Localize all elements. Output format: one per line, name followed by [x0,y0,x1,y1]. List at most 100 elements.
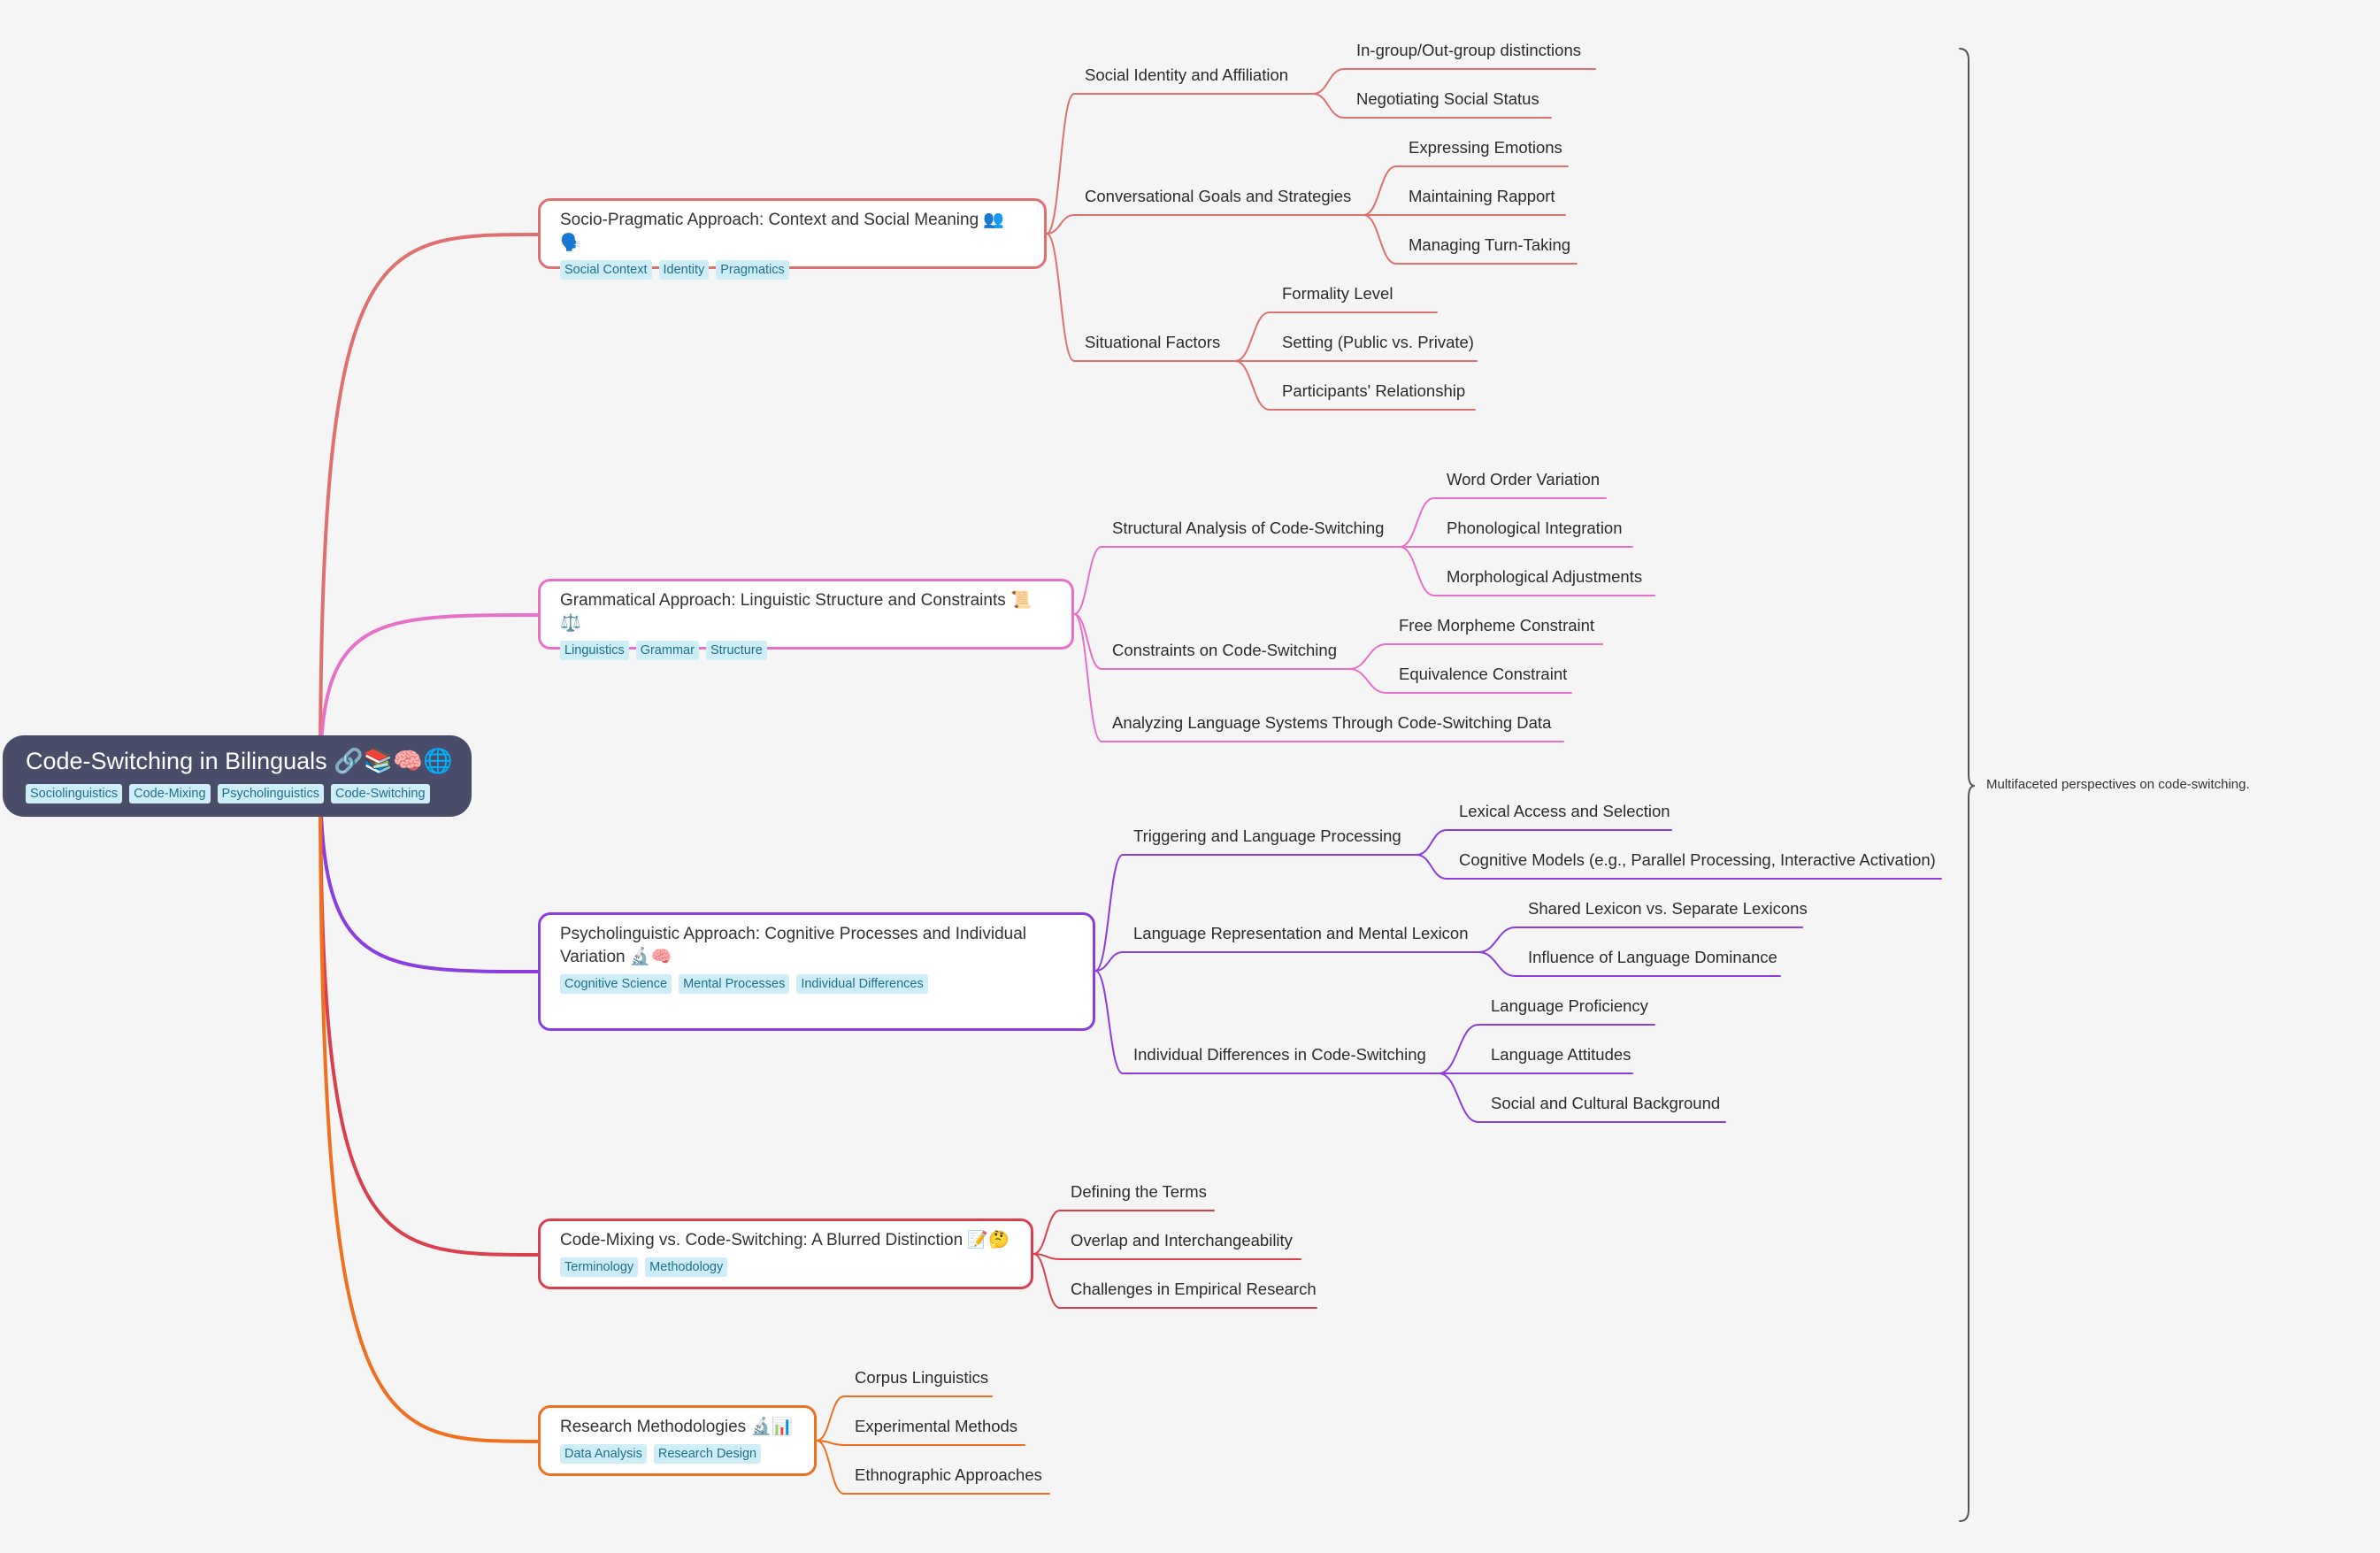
connector-subtopic-to-leaf [1363,165,1397,216]
connector-branch-to-subtopic [816,1440,845,1495]
branch-title: Grammatical Approach: Linguistic Structu… [560,591,1032,633]
leaf-topic[interactable]: Influence of Language Dominance [1528,948,1777,966]
connector-subtopic-to-leaf [1399,497,1435,548]
branch-topic-grammatical[interactable]: Grammatical Approach: Linguistic Structu… [538,579,1074,660]
root-title: Code-Switching in Bilinguals 🔗📚🧠🌐 [26,748,453,774]
subtopic[interactable]: Conversational Goals and Strategies [1085,187,1352,205]
tag[interactable]: Individual Differences [796,974,928,994]
subtopic[interactable]: Challenges in Empirical Research [1071,1280,1317,1298]
branch-title: Psycholinguistic Approach: Cognitive Pro… [560,925,1027,966]
connector-branch-to-subtopic [1073,613,1102,670]
subtopic[interactable]: Ethnographic Approaches [855,1465,1042,1484]
tag[interactable]: Code-Mixing [129,784,211,803]
leaf-topic[interactable]: Equivalence Constraint [1399,665,1568,683]
connector-subtopic-to-leaf [1363,214,1397,265]
branch-topic-psycholinguistic[interactable]: Psycholinguistic Approach: Cognitive Pro… [538,912,1095,1031]
connector-branch-to-subtopic [1094,951,1124,972]
connector-branch-to-subtopic [1033,1210,1061,1255]
subtopic[interactable]: Social Identity and Affiliation [1085,65,1289,84]
tag[interactable]: Code-Switching [330,784,430,803]
subtopic[interactable]: Analyzing Language Systems Through Code-… [1112,713,1552,732]
connector-branch-to-subtopic [1046,233,1075,362]
tag[interactable]: Social Context [560,260,652,280]
tag[interactable]: Research Design [653,1444,762,1464]
summary-label: Multifaceted perspectives on code-switch… [1986,777,2250,792]
subtopic[interactable]: Corpus Linguistics [855,1368,989,1387]
connector-branch-to-subtopic [1073,613,1102,742]
tag[interactable]: Cognitive Science [560,974,672,994]
subtopic[interactable]: Constraints on Code-Switching [1112,641,1337,659]
connector-branch-to-subtopic [1094,970,1124,1074]
subtopic[interactable]: Individual Differences in Code-Switching [1133,1045,1426,1064]
connector-root-to-branch [319,774,540,973]
leaf-topic[interactable]: Social and Cultural Background [1491,1094,1721,1112]
tag[interactable]: Psycholinguistics [217,784,324,803]
branch-topic-code-mixing[interactable]: Code-Mixing vs. Code-Switching: A Blurre… [538,1219,1033,1289]
tag[interactable]: Sociolinguistics [26,784,123,803]
leaf-topic[interactable]: Formality Level [1282,284,1393,303]
branch-tags: Linguistics Grammar Structure [560,641,1052,660]
subtopic[interactable]: Defining the Terms [1071,1182,1207,1201]
tag[interactable]: Methodology [645,1257,728,1277]
branch-title: Research Methodologies 🔬📊 [560,1418,793,1436]
connector-subtopic-to-leaf [1399,546,1435,596]
subtopic[interactable]: Situational Factors [1085,333,1221,351]
connector-subtopic-to-leaf [1438,1024,1479,1074]
branch-title: Code-Mixing vs. Code-Switching: A Blurre… [560,1231,1010,1249]
leaf-topic[interactable]: Word Order Variation [1447,470,1601,488]
connector-root-to-branch [319,613,540,778]
connector-branch-to-subtopic [816,1395,845,1442]
subtopic[interactable]: Triggering and Language Processing [1133,826,1401,845]
leaf-topic[interactable]: Language Attitudes [1491,1045,1631,1064]
branch-tags: Terminology Methodology [560,1257,1011,1277]
subtopic[interactable]: Language Representation and Mental Lexic… [1133,924,1469,942]
connector-branch-to-subtopic [1046,214,1075,234]
tag[interactable]: Mental Processes [679,974,790,994]
connector-branch-to-subtopic [1046,93,1075,234]
connector-subtopic-to-leaf [1348,643,1387,670]
leaf-topic[interactable]: Shared Lexicon vs. Separate Lexicons [1528,899,1808,918]
tag[interactable]: Terminology [560,1257,639,1277]
connector-subtopic-to-leaf [1478,951,1516,977]
leaf-topic[interactable]: Managing Turn-Taking [1409,235,1571,254]
summary-bracket [1959,48,1976,1522]
tag[interactable]: Identity [658,260,710,280]
branch-title: Socio-Pragmatic Approach: Context and So… [560,211,1005,252]
subtopic[interactable]: Structural Analysis of Code-Switching [1112,519,1385,537]
connector-subtopic-to-leaf [1234,311,1271,362]
leaf-topic[interactable]: Language Proficiency [1491,996,1648,1015]
leaf-topic[interactable]: Morphological Adjustments [1447,567,1643,586]
tag[interactable]: Data Analysis [560,1444,647,1464]
connector-subtopic-to-leaf [1312,93,1345,119]
tag[interactable]: Grammar [635,641,699,660]
leaf-topic[interactable]: Lexical Access and Selection [1459,802,1670,820]
connector-subtopic-to-leaf [1416,854,1447,880]
leaf-topic[interactable]: Participants' Relationship [1282,381,1466,400]
leaf-topic[interactable]: Free Morpheme Constraint [1399,616,1595,634]
tag[interactable]: Structure [705,641,767,660]
branch-topic-research-methodologies[interactable]: Research Methodologies 🔬📊 Data Analysis … [538,1405,817,1476]
branch-tags: Social Context Identity Pragmatics [560,260,1025,280]
tag[interactable]: Linguistics [560,641,629,660]
connector-root-to-branch [319,774,540,1257]
tag[interactable]: Pragmatics [716,260,789,280]
connector-branch-to-subtopic [1073,546,1102,615]
leaf-topic[interactable]: Negotiating Social Status [1356,89,1539,108]
leaf-topic[interactable]: Setting (Public vs. Private) [1282,333,1474,351]
connector-subtopic-to-leaf [1478,926,1516,953]
connector-root-to-branch [319,233,540,778]
connector-branch-to-subtopic [1033,1253,1061,1309]
subtopic[interactable]: Overlap and Interchangeability [1071,1231,1293,1249]
leaf-topic[interactable]: Cognitive Models (e.g., Parallel Process… [1459,850,1936,869]
leaf-topic[interactable]: Maintaining Rapport [1409,187,1555,205]
connector-subtopic-to-leaf [1348,668,1387,694]
connector-subtopic-to-leaf [1416,829,1447,856]
root-topic[interactable]: Code-Switching in Bilinguals 🔗📚🧠🌐 Sociol… [3,735,472,817]
leaf-topic[interactable]: Phonological Integration [1447,519,1623,537]
branch-tags: Cognitive Science Mental Processes Indiv… [560,974,1073,994]
branch-topic-socio-pragmatic[interactable]: Socio-Pragmatic Approach: Context and So… [538,198,1047,280]
subtopic[interactable]: Experimental Methods [855,1417,1018,1435]
leaf-topic[interactable]: In-group/Out-group distinctions [1356,41,1581,59]
leaf-topic[interactable]: Expressing Emotions [1409,138,1562,157]
